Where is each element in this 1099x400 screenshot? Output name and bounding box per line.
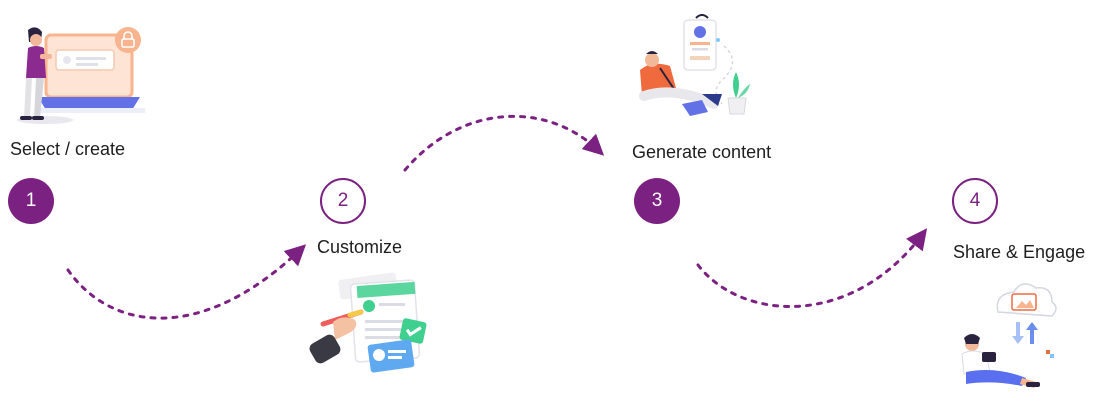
- step-1-label: Select / create: [10, 139, 126, 159]
- arrow-2-to-3: [403, 114, 605, 172]
- arrow-3-to-4: [696, 228, 928, 308]
- step-4-label: Share & Engage: [953, 242, 1086, 262]
- person-creating-content-illustration: [639, 14, 750, 116]
- arrow-1-to-2: [66, 244, 307, 320]
- step-2-label: Customize: [317, 237, 403, 257]
- laptop-person-illustration: [17, 27, 145, 124]
- documents-pen-illustration: [309, 272, 427, 373]
- step-3-badge: 3: [634, 178, 680, 224]
- step-3-label: Generate content: [632, 142, 772, 162]
- step-4-badge: 4: [952, 178, 998, 224]
- step-2-badge: 2: [320, 178, 366, 224]
- step-1-badge: 1: [8, 178, 54, 224]
- person-sharing-cloud-illustration: [961, 283, 1057, 388]
